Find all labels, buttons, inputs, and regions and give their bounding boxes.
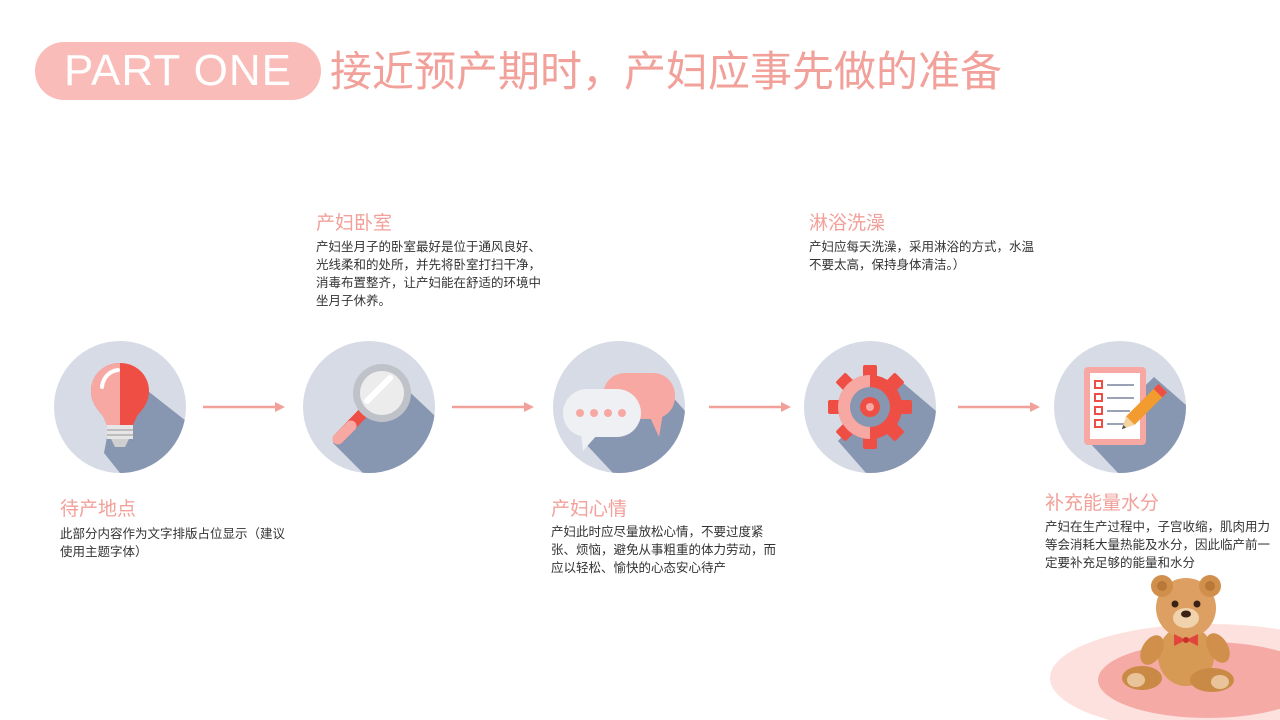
step-2-text: 产妇坐月子的卧室最好是位于通风良好、光线柔和的处所，并先将卧室打扫干净，消毒布置… bbox=[316, 239, 542, 308]
chat-bubbles-icon bbox=[563, 373, 685, 473]
header: PART ONE 接近预产期时，产妇应事先做的准备 bbox=[0, 0, 1280, 120]
arrow-4 bbox=[958, 402, 1040, 412]
step-3-circle[interactable] bbox=[553, 341, 685, 473]
arrow-3 bbox=[709, 402, 791, 412]
teddy-bear-decoration bbox=[1040, 560, 1280, 720]
checklist-pencil-icon bbox=[1084, 367, 1186, 473]
step-2-circle[interactable] bbox=[303, 341, 435, 473]
part-label: PART ONE bbox=[35, 42, 321, 100]
step-1-text: 此部分内容作为文字排版占位显示（建议使用主题字体） bbox=[60, 526, 286, 559]
step-1-circle[interactable] bbox=[54, 341, 186, 473]
step-4-text: 产妇应每天洗澡，采用淋浴的方式，水温不要太高，保持身体清洁。） bbox=[809, 239, 1035, 272]
lightbulb-icon bbox=[91, 363, 186, 473]
arrow-1 bbox=[203, 402, 285, 412]
gear-icon bbox=[828, 365, 936, 473]
step-5-text: 产妇在生产过程中，子宫收缩，肌肉用力等会消耗大量热能及水分，因此临产前一定要补充… bbox=[1045, 519, 1271, 570]
step-4-title: 淋浴洗澡 bbox=[809, 212, 886, 234]
page-title: 接近预产期时，产妇应事先做的准备 bbox=[330, 47, 1003, 96]
step-5-title: 补充能量水分 bbox=[1045, 492, 1160, 514]
step-4-circle[interactable] bbox=[804, 341, 936, 473]
step-5-circle[interactable] bbox=[1054, 341, 1186, 473]
step-2-title: 产妇卧室 bbox=[316, 212, 393, 234]
arrow-2 bbox=[452, 402, 534, 412]
step-3-title: 产妇心情 bbox=[551, 498, 628, 520]
teddy-bear-icon bbox=[1050, 575, 1280, 720]
magnifier-icon bbox=[332, 364, 435, 473]
step-1-title: 待产地点 bbox=[60, 498, 137, 520]
step-3-text: 产妇此时应尽量放松心情，不要过度紧张、烦恼，避免从事粗重的体力劳动，而应以轻松、… bbox=[551, 524, 777, 575]
